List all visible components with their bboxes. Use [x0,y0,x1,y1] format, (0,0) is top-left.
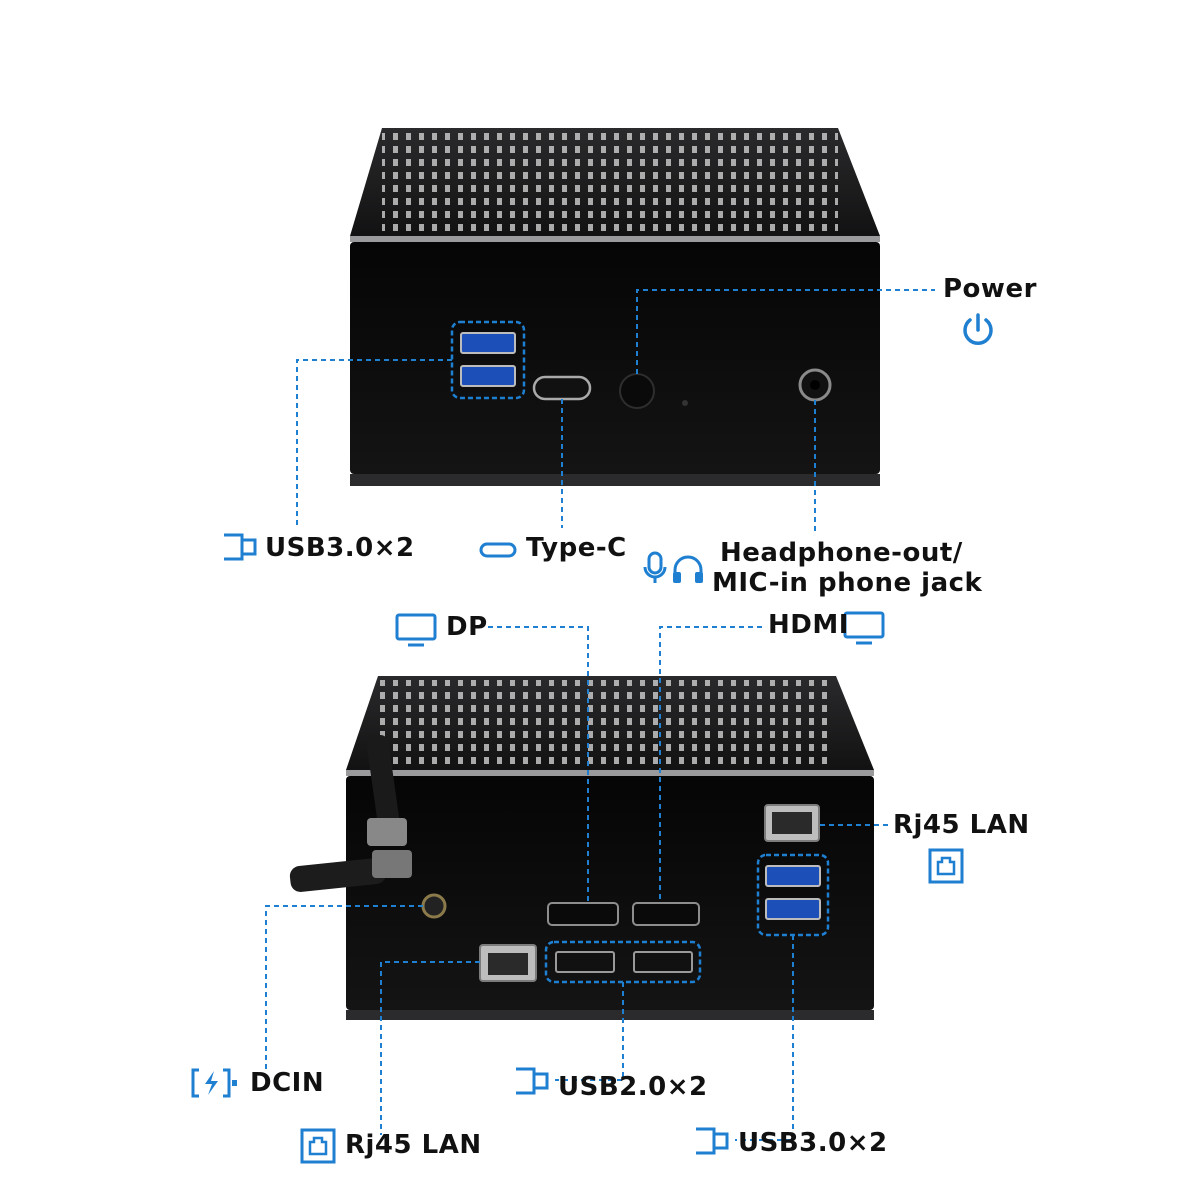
audio-jack-label-line2: MIC-in phone jack [712,568,983,598]
front-usb3-highlight [450,320,526,400]
rear-rj45-left-label: Rj45 LAN [345,1130,482,1160]
usb-port-icon [696,1127,729,1155]
front-type-c-port [532,375,592,401]
front-power-button [619,373,655,409]
wifi-antenna [289,858,387,892]
usb-port-icon [224,533,257,561]
rear-usb2-port [555,951,615,973]
rear-usb2-highlight [544,940,702,984]
rear-hdmi-port [632,902,700,926]
front-usb3-label: USB3.0×2 [265,533,415,563]
dp-label: DP [446,612,488,642]
front-usb3-port [460,365,516,387]
monitor-icon [395,613,437,647]
power-icon [963,313,993,345]
dcin-label: DCIN [250,1068,325,1098]
monitor-icon [843,611,885,645]
front-unit [296,128,935,532]
usb2-label: USB2.0×2 [558,1072,708,1102]
rear-unit [265,626,890,1141]
headphones-icon [673,555,703,583]
wifi-antenna [366,734,400,831]
hdmi-label: HDMI [768,610,849,640]
microphone-icon [643,551,667,583]
rear-dcin-port [421,893,447,919]
rear-usb2-port [633,951,693,973]
type-c-label: Type-C [526,533,627,563]
rear-rj45-right-label: Rj45 LAN [893,810,1030,840]
rear-usb3-port [765,865,821,887]
rear-usb3-label: USB3.0×2 [738,1128,888,1158]
usb-port-icon [516,1067,549,1095]
front-usb3-port [460,332,516,354]
audio-jack-label-line1: Headphone-out/ [720,538,963,568]
type-c-icon [479,542,517,558]
power-label: Power [943,274,1037,304]
lan-port-icon [928,848,964,884]
power-plug-icon [191,1068,237,1098]
lan-port-icon [300,1128,336,1164]
rear-dp-port [547,902,619,926]
audio-jack-label: Headphone-out/ MIC-in phone jack [712,538,982,598]
rear-usb3-port [765,898,821,920]
